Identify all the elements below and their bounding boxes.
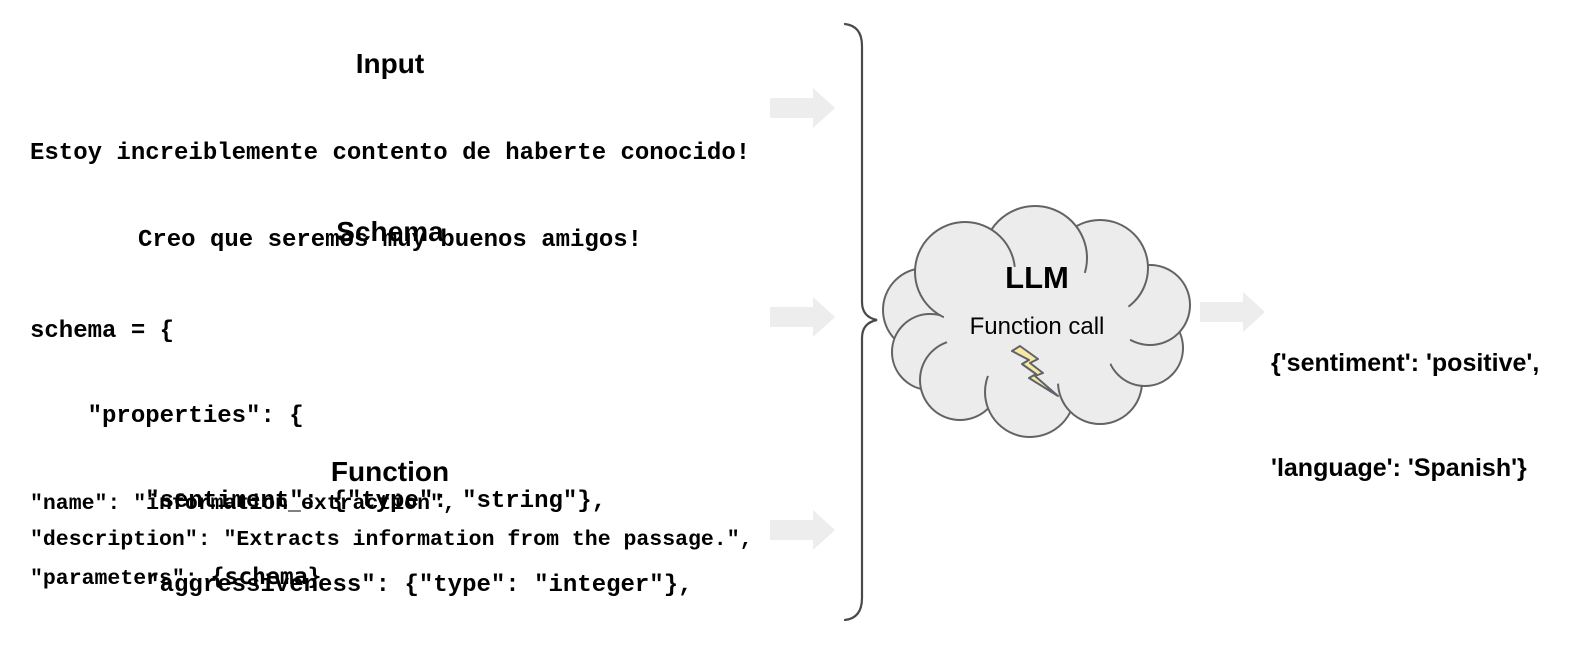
right-arrow-icon — [770, 88, 835, 128]
input-text-line: Estoy increiblemente contento de haberte… — [30, 140, 751, 167]
schema-section-title: Schema — [336, 216, 444, 247]
output-result-text: {'sentiment': 'positive', 'language': 'S… — [1271, 276, 1539, 556]
right-arrow-icon — [770, 510, 835, 550]
output-result-line: {'sentiment': 'positive', — [1271, 349, 1540, 377]
output-result-line: 'language': 'Spanish'} — [1271, 454, 1527, 482]
input-text-line: Creo que seremos muy buenos amigos! — [137, 227, 643, 254]
input-text: Estoy increiblemente contento de haberte… — [30, 81, 750, 313]
cloud-shape — [882, 205, 1191, 438]
function-section-title: Function — [330, 456, 450, 487]
schema-code-line: "sentiment": {"type": "string"}, — [30, 487, 607, 515]
llm-cloud-subtitle: Function call — [969, 313, 1105, 340]
llm-cloud-title: LLM — [1005, 260, 1069, 295]
right-arrow-icon — [1200, 292, 1265, 332]
right-arrow-icon — [770, 297, 835, 337]
curly-brace — [843, 22, 878, 622]
function-parameters-schema-token: {schema} — [210, 564, 322, 590]
schema-code-line: "aggressiveness": {"type": "integer"}, — [30, 572, 693, 600]
lightning-bolt-icon — [1011, 345, 1059, 397]
function-description-line: "description": "Extracts information fro… — [30, 528, 753, 552]
function-name-line: "name": "information_extraction", — [30, 492, 456, 516]
function-parameters-prefix: "parameters": — [30, 567, 211, 591]
schema-code-line: schema = { — [30, 318, 175, 346]
input-section-title: Input — [355, 48, 425, 79]
schema-code-block: schema = { "properties": { "sentiment": … — [30, 262, 693, 647]
schema-code-line: "properties": { — [30, 403, 304, 431]
function-parameters-line: "parameters": {schema} — [30, 564, 322, 591]
